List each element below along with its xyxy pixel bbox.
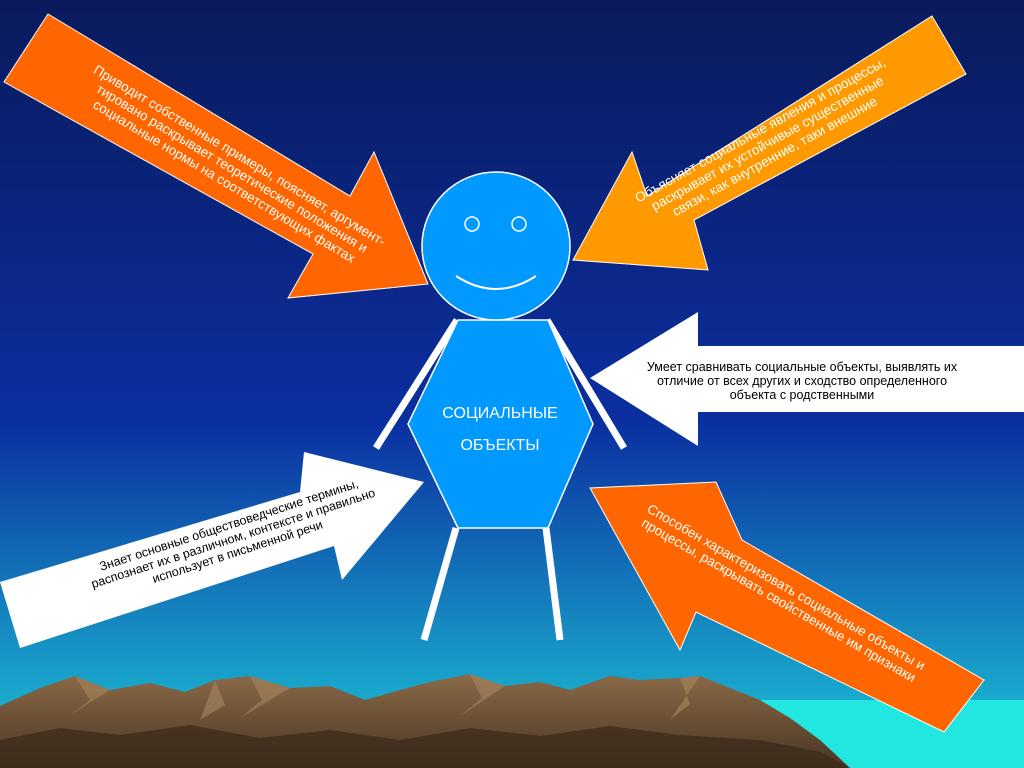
arrow-middle-right-line-2: отличие от всех других и сходство опреде…	[656, 374, 948, 388]
arrow-middle-right-line-3: объекта с родственными	[729, 388, 875, 402]
right-arm	[544, 318, 627, 450]
figure-title: СОЦИАЛЬНЫЕ ОБЪЕКТЫ	[410, 398, 590, 462]
right-leg	[542, 527, 564, 641]
mountains	[0, 674, 850, 768]
figure-title-line-2: ОБЪЕКТЫ	[460, 437, 540, 454]
arrow-middle-right-label: Умеет сравнивать социальные объекты, выя…	[612, 360, 992, 402]
arrow-middle-right-line-1: Умеет сравнивать социальные объекты, выя…	[646, 360, 958, 374]
arrow-top-right	[572, 15, 967, 271]
smile	[455, 275, 537, 290]
figure-head	[421, 171, 571, 321]
arrow-bottom-right	[589, 481, 985, 733]
stick-figure	[373, 171, 627, 641]
figure-body	[407, 319, 594, 529]
left-eye	[464, 216, 480, 232]
left-arm	[373, 318, 460, 450]
left-leg	[420, 527, 460, 641]
arrow-top-left	[3, 13, 429, 299]
right-eye	[511, 216, 527, 232]
arrow-bottom-left	[0, 452, 424, 648]
arrow-middle-right	[590, 312, 1024, 446]
mountain-shadows	[0, 725, 850, 768]
figure-title-line-1: СОЦИАЛЬНЫЕ	[442, 405, 558, 422]
